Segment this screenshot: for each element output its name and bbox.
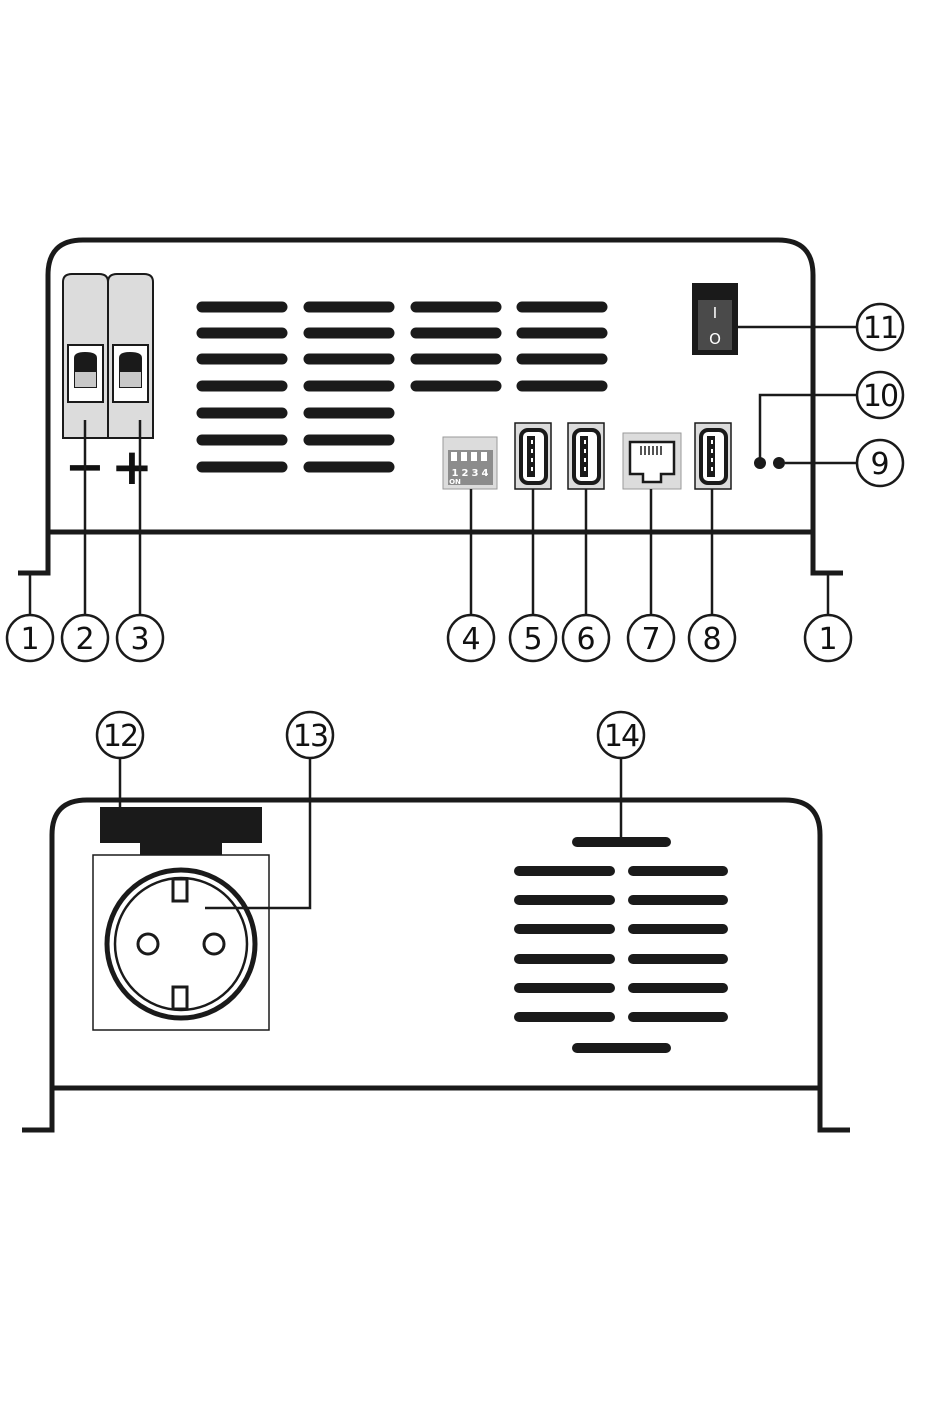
led-9	[773, 457, 785, 469]
callout-1-right: 1	[805, 615, 851, 661]
callout-2: 2	[62, 615, 108, 661]
usb-port-6[interactable]	[568, 423, 604, 489]
socket-pin-hole-left	[138, 934, 158, 954]
callout-4: 4	[448, 615, 494, 661]
callout-14: 14	[598, 712, 644, 758]
ac-socket[interactable]	[93, 855, 269, 1030]
negative-terminal	[63, 274, 108, 438]
svg-text:14: 14	[604, 719, 639, 754]
rear-foot-right	[820, 1088, 850, 1130]
svg-text:8: 8	[702, 622, 721, 657]
svg-text:7: 7	[641, 622, 660, 657]
rear-foot-left	[22, 1088, 52, 1130]
callout-7: 7	[628, 615, 674, 661]
svg-text:11: 11	[863, 311, 897, 346]
positive-terminal	[108, 274, 153, 438]
usb-port-8[interactable]	[695, 423, 731, 489]
rj-port-7[interactable]	[623, 433, 681, 489]
callout-8: 8	[689, 615, 735, 661]
svg-text:1: 1	[20, 622, 39, 657]
callout-10: 10	[857, 372, 903, 418]
rear-panel	[22, 800, 850, 1130]
front-foot-left	[18, 532, 48, 573]
callout-9: 9	[857, 440, 903, 486]
dip-switch[interactable]: 1 2 3 4 ON	[443, 437, 497, 489]
svg-text:9: 9	[870, 447, 889, 482]
svg-text:3: 3	[130, 622, 149, 657]
svg-text:2: 2	[75, 622, 94, 657]
svg-text:10: 10	[863, 379, 898, 414]
callout-6: 6	[563, 615, 609, 661]
power-off-symbol: O	[709, 330, 721, 348]
callout-12: 12	[97, 712, 143, 758]
callout-1-left: 1	[7, 615, 53, 661]
dip-on-label: ON	[449, 478, 461, 486]
dip-num-3: 3	[472, 468, 479, 479]
power-switch[interactable]: I O	[692, 283, 738, 355]
socket-pin-hole-right	[204, 934, 224, 954]
positive-symbol: +	[111, 438, 153, 496]
callout-5: 5	[510, 615, 556, 661]
svg-text:1: 1	[818, 622, 837, 657]
callout-13: 13	[287, 712, 333, 758]
callout-3: 3	[117, 615, 163, 661]
dip-num-4: 4	[482, 468, 489, 479]
svg-text:13: 13	[293, 719, 327, 754]
power-on-symbol: I	[713, 304, 717, 322]
front-foot-right	[813, 532, 843, 573]
svg-text:4: 4	[461, 622, 480, 657]
svg-text:6: 6	[576, 622, 595, 657]
front-panel: − + 1 2 3 4 ON	[18, 240, 843, 573]
dip-num-2: 2	[462, 468, 469, 479]
callout-11: 11	[857, 304, 903, 350]
usb-port-5[interactable]	[515, 423, 551, 489]
svg-text:12: 12	[103, 719, 137, 754]
svg-text:5: 5	[523, 622, 542, 657]
